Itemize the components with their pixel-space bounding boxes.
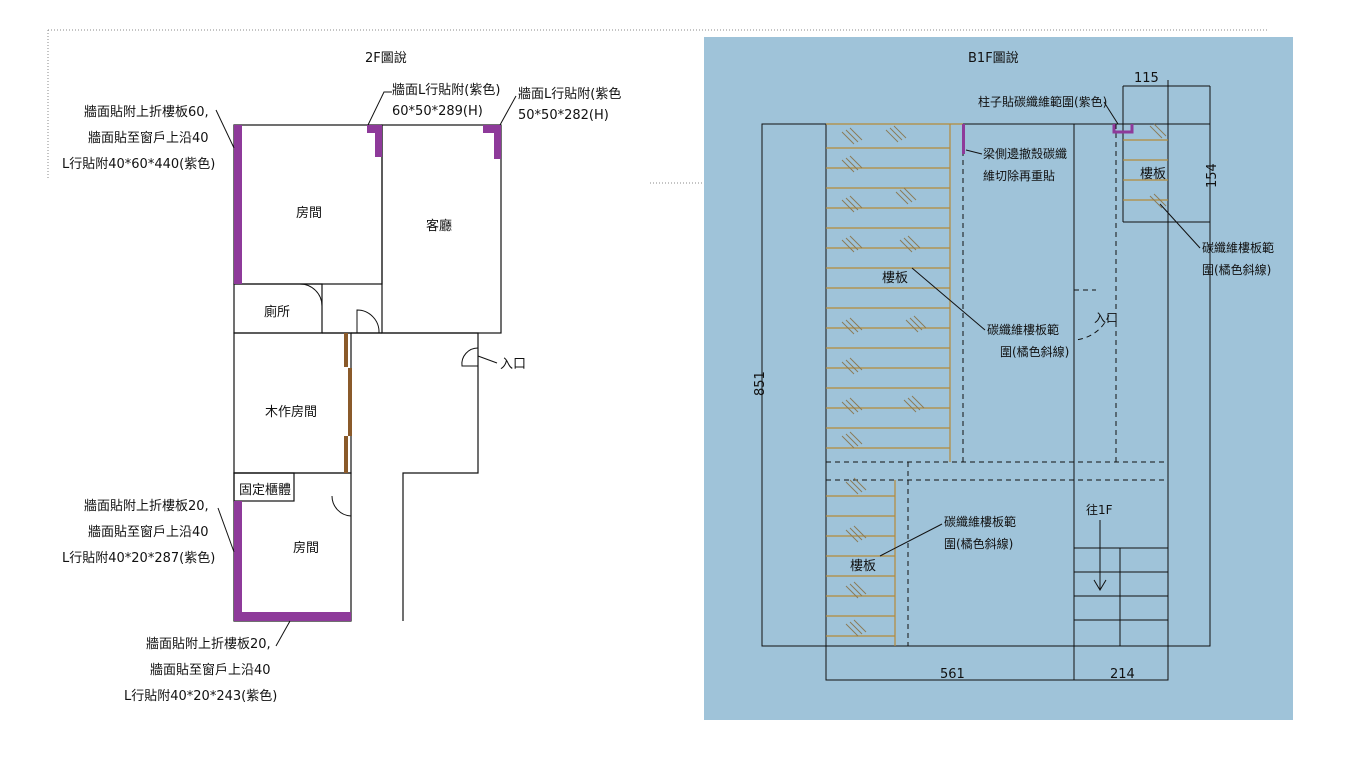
- dimension-lines: [761, 80, 1169, 681]
- column-purple-bracket: [1112, 124, 1134, 134]
- note-top-left: 牆面貼附上折樓板60, 牆面貼至窗戶上沿40 L行貼附40*60*440(紫色): [62, 105, 235, 172]
- column-note: 柱子貼碳纖維範圍(紫色): [978, 94, 1107, 109]
- b1f-panel-background: [704, 37, 1293, 720]
- room-label-toilet: 廁所: [264, 304, 290, 320]
- svg-text:L行貼附40*20*243(紫色): L行貼附40*20*243(紫色): [124, 688, 277, 704]
- dim-top: 115: [1134, 71, 1159, 86]
- cf-note-3-line1: 碳纖維樓板範: [944, 514, 1016, 529]
- svg-text:牆面貼至窗戶上沿40: 牆面貼至窗戶上沿40: [88, 130, 209, 146]
- entrance-label: 入口: [500, 357, 526, 372]
- purple-strip-left-bottom: [234, 501, 242, 621]
- column-note-leader: [1103, 101, 1119, 125]
- cf-note-1-leader: [1159, 203, 1201, 249]
- cf-note-1-line1: 碳纖維樓板範: [1202, 240, 1274, 255]
- cf-note-2-line1: 碳纖維樓板範: [987, 322, 1059, 337]
- entrance-door-swing: [461, 347, 479, 367]
- svg-text:50*50*282(H): 50*50*282(H): [518, 108, 609, 123]
- room-label-living: 客廳: [426, 218, 452, 234]
- room-top-outline: [233, 124, 383, 285]
- fixed-cabinet-outline: [233, 472, 295, 502]
- purple-strip-top-mid: [367, 125, 382, 133]
- wood-door-1: [344, 333, 348, 367]
- room-label-cabinet: 固定櫃體: [239, 483, 291, 498]
- dim-left: 851: [753, 371, 768, 396]
- note-top-mid: 牆面L行貼附(紫色) 60*50*289(H): [367, 82, 500, 126]
- plan-2f-title: 2F圖說: [365, 50, 407, 66]
- cf-note-3-leader: [879, 523, 943, 557]
- b1f-entrance-label: 入口: [1094, 311, 1118, 325]
- room-label-woodwork: 木作房間: [265, 404, 317, 420]
- note-top-right: 牆面L行貼附(紫色 50*50*282(H): [499, 86, 621, 126]
- woodwork-room-outline: [233, 332, 352, 474]
- wood-door-2: [344, 436, 348, 473]
- note-mid-left: 牆面貼附上折樓板20, 牆面貼至窗戶上沿40 L行貼附40*20*287(紫色): [62, 499, 235, 566]
- beam-note-1: 梁側邊撤殼碳纖: [983, 146, 1067, 161]
- wood-door-3: [348, 368, 352, 436]
- purple-strip-top-right: [483, 125, 501, 133]
- svg-text:牆面L行貼附(紫色): 牆面L行貼附(紫色): [392, 82, 500, 98]
- beam-note-2: 維切除再重貼: [983, 168, 1055, 183]
- entrance-leader: [477, 355, 498, 364]
- room-door-swing: [356, 309, 380, 334]
- plan-b1f: B1F圖說: [704, 37, 1293, 720]
- purple-strip-top-right-v: [494, 125, 501, 159]
- svg-text:牆面貼至窗戶上沿40: 牆面貼至窗戶上沿40: [150, 662, 271, 678]
- dim-bottom-left: 561: [940, 667, 965, 682]
- svg-text:60*50*289(H): 60*50*289(H): [392, 104, 483, 119]
- svg-text:L行貼附40*60*440(紫色): L行貼附40*60*440(紫色): [62, 156, 215, 172]
- dim-side-small: 154: [1205, 163, 1220, 188]
- slab-label-1: 樓板: [1140, 167, 1166, 182]
- room-label-top: 房間: [296, 205, 322, 221]
- cf-note-2-line2: 圍(橘色斜線): [1000, 344, 1069, 359]
- cf-note-2-leader: [911, 267, 986, 331]
- to-1f-label: 往1F: [1086, 502, 1113, 517]
- beam-purple-mark: [962, 124, 965, 154]
- hatch-marks: [841, 123, 1167, 637]
- dim-bottom-right: 214: [1110, 667, 1135, 682]
- svg-text:牆面貼附上折樓板20,: 牆面貼附上折樓板20,: [84, 499, 209, 514]
- slab-label-3: 樓板: [850, 559, 876, 574]
- purple-strip-left-top: [234, 125, 242, 284]
- cf-slab-area-upper: [826, 123, 963, 462]
- beam-note-leader: [965, 149, 983, 155]
- svg-text:L行貼附40*20*287(紫色): L行貼附40*20*287(紫色): [62, 550, 215, 566]
- slab-label-2: 樓板: [882, 271, 908, 286]
- corridor-wall: [351, 332, 479, 621]
- plan-b1f-title: B1F圖說: [968, 50, 1019, 66]
- purple-strip-bottom: [234, 612, 351, 621]
- cabinet-door-swing: [331, 472, 352, 517]
- svg-text:牆面L行貼附(紫色: 牆面L行貼附(紫色: [518, 86, 621, 102]
- plan-2f: 2F圖說 房間 客廳 廁所 木作房間 固定櫃體 房間: [47, 29, 1268, 704]
- cf-slab-area-lower: [826, 480, 896, 646]
- toilet-door-swing: [299, 283, 323, 307]
- b1f-entrance-door: [1073, 290, 1111, 341]
- stairs: [1073, 520, 1169, 647]
- purple-strip-top-mid-v: [375, 125, 382, 157]
- svg-text:牆面貼附上折樓板60,: 牆面貼附上折樓板60,: [84, 105, 209, 120]
- note-bottom: 牆面貼附上折樓板20, 牆面貼至窗戶上沿40 L行貼附40*20*243(紫色): [124, 620, 291, 704]
- svg-text:牆面貼至窗戶上沿40: 牆面貼至窗戶上沿40: [88, 524, 209, 540]
- cf-note-1-line2: 圍(橘色斜線): [1202, 262, 1271, 277]
- room-label-bottom: 房間: [293, 540, 319, 556]
- cf-note-3-line2: 圍(橘色斜線): [944, 536, 1013, 551]
- svg-text:牆面貼附上折樓板20,: 牆面貼附上折樓板20,: [146, 637, 271, 652]
